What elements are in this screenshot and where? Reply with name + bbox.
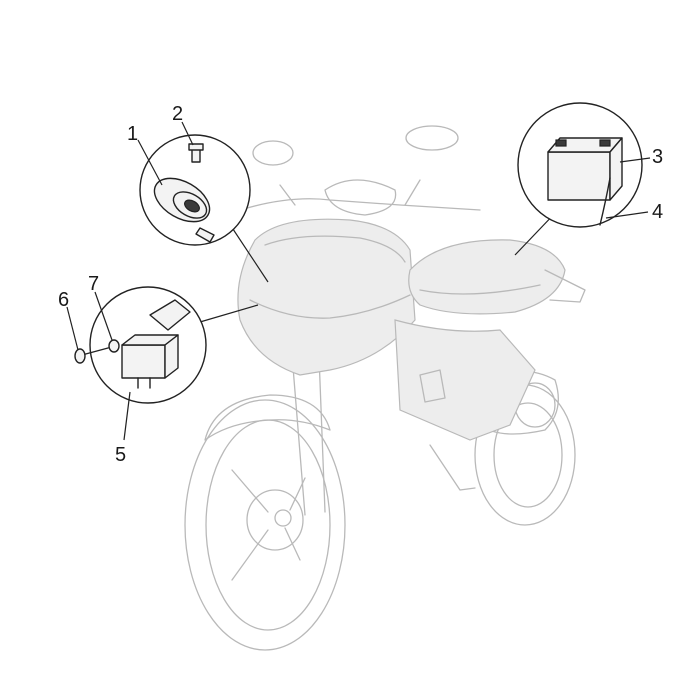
relay-screw-shaft — [81, 347, 109, 356]
instrument-cluster — [324, 179, 397, 216]
leader-callout-1 — [226, 219, 269, 283]
mirror-left — [252, 140, 294, 166]
brake-disc — [246, 489, 304, 551]
callout-battery — [517, 102, 643, 228]
part-number-2: 2 — [172, 103, 183, 125]
horn-bracket — [195, 227, 215, 243]
leader-callout-3 — [199, 304, 259, 323]
battery — [547, 151, 611, 201]
callout-relay — [74, 286, 207, 404]
front-tire — [184, 399, 346, 651]
num-leader-3 — [619, 157, 651, 163]
headlight-line — [249, 294, 411, 319]
wheel-spokes — [231, 469, 306, 581]
num-leader-1 — [137, 139, 163, 186]
horn-center — [184, 199, 200, 213]
callout-horn — [139, 134, 251, 246]
num-leader-7 — [94, 291, 113, 341]
front-hub — [274, 509, 292, 527]
horn-bolt-head — [188, 143, 204, 151]
handlebar — [239, 198, 481, 211]
relay-washer — [108, 339, 120, 353]
relay-side — [164, 334, 179, 379]
num-leader-4 — [605, 211, 649, 219]
mirror-right — [405, 125, 459, 151]
num-leader-2 — [181, 121, 194, 146]
part-number-7: 7 — [88, 273, 99, 295]
part-number-4: 4 — [652, 201, 663, 223]
rear-rim — [493, 402, 563, 508]
battery-terminal-neg — [555, 139, 567, 147]
side-panel — [394, 319, 536, 441]
part-number-3: 3 — [652, 146, 663, 168]
num-leader-5 — [123, 391, 131, 441]
front-body-crease — [264, 235, 406, 263]
front-mudguard — [204, 394, 331, 441]
battery-terminal-pos — [599, 139, 611, 147]
side-vent — [419, 369, 446, 403]
tail-light — [544, 269, 586, 303]
kickstand — [429, 444, 476, 491]
part-number-6: 6 — [58, 289, 69, 311]
relay-pins — [137, 377, 151, 389]
relay — [121, 344, 166, 379]
part-number-1: 1 — [127, 123, 138, 145]
relay-bracket — [149, 299, 191, 331]
part-numbers: 1 2 3 4 5 6 7 — [58, 103, 663, 466]
number-leaders — [66, 121, 651, 441]
front-body — [237, 218, 416, 376]
seat — [408, 239, 566, 315]
scooter-illustration — [184, 125, 586, 651]
relay-screw — [74, 348, 86, 364]
num-leader-6 — [66, 306, 79, 351]
part-number-5: 5 — [115, 444, 126, 466]
battery-vent-tube — [599, 177, 611, 226]
battery-side — [609, 137, 623, 201]
front-rim — [205, 419, 331, 631]
seat-seam — [419, 284, 541, 295]
mirror-stems — [279, 179, 421, 206]
